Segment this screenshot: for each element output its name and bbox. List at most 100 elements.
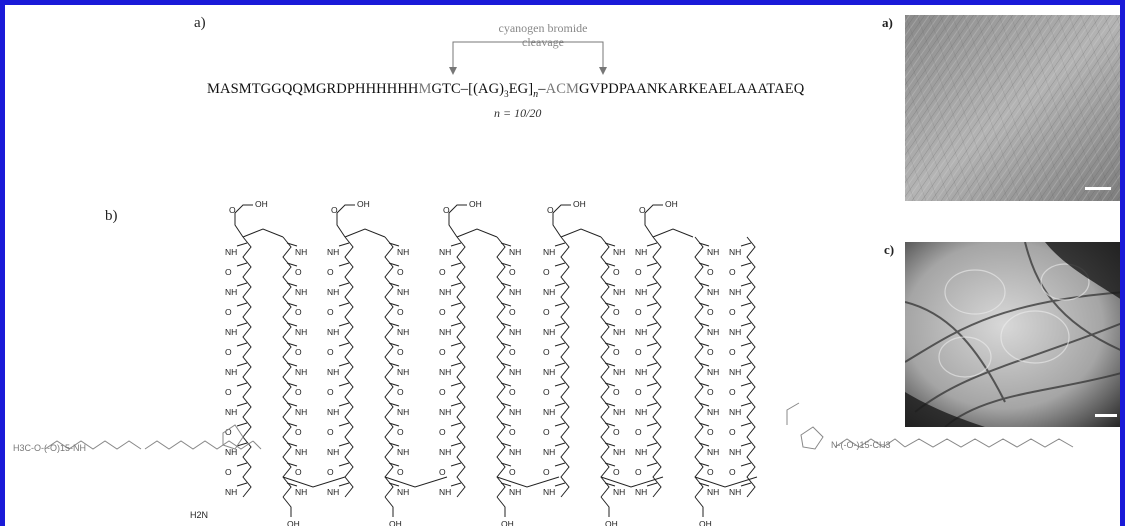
svg-text:O: O: [613, 427, 620, 437]
svg-text:NH: NH: [397, 287, 409, 297]
svg-text:NH: NH: [225, 367, 237, 377]
svg-text:O: O: [439, 467, 446, 477]
seq-repeat: [(AG): [468, 81, 505, 97]
svg-text:NH: NH: [707, 367, 719, 377]
svg-text:O: O: [635, 387, 642, 397]
svg-text:NH: NH: [613, 407, 625, 417]
svg-text:NH: NH: [295, 407, 307, 417]
svg-text:NH: NH: [509, 247, 521, 257]
panel-a-label: a): [194, 15, 206, 31]
svg-text:O: O: [635, 347, 642, 357]
svg-text:O: O: [439, 307, 446, 317]
svg-text:O: O: [327, 267, 334, 277]
svg-text:O: O: [295, 427, 302, 437]
seq-right: GVPDPAANKARKEAELAAATAEQ: [578, 81, 805, 97]
svg-text:NH: NH: [509, 327, 521, 337]
svg-text:O: O: [397, 307, 404, 317]
svg-text:O: O: [397, 267, 404, 277]
svg-text:O: O: [397, 347, 404, 357]
svg-text:NH: NH: [613, 327, 625, 337]
svg-text:NH: NH: [295, 487, 307, 497]
svg-text:NH: NH: [397, 327, 409, 337]
svg-text:O: O: [613, 347, 620, 357]
svg-text:NH: NH: [439, 247, 451, 257]
svg-text:NH: NH: [225, 287, 237, 297]
svg-text:OH: OH: [501, 519, 514, 526]
seq-subn: n: [533, 88, 539, 100]
peptide-sequence: MASMTGGQQMGRDPHHHHHHMGTC–[(AG)3EG]n–ACMG…: [207, 81, 805, 100]
svg-text:OH: OH: [573, 199, 586, 209]
svg-text:NH: NH: [707, 327, 719, 337]
svg-text:O: O: [295, 347, 302, 357]
svg-text:O: O: [509, 467, 516, 477]
polypeptide-structure: NH O NH O NH O NH O NH O NH O NH NH O NH O NH O NH O NH O NH O NH…: [13, 199, 905, 526]
svg-text:OH: OH: [469, 199, 482, 209]
n-value: n = 10/20: [494, 106, 542, 120]
svg-text:NH: NH: [295, 367, 307, 377]
svg-text:NH: NH: [439, 447, 451, 457]
left-cap-text: H3C-O-(-O)15-NH: [13, 443, 86, 453]
svg-text:O: O: [613, 267, 620, 277]
svg-text:OH: OH: [357, 199, 370, 209]
svg-text:NH: NH: [295, 287, 307, 297]
svg-text:O: O: [613, 307, 620, 317]
micrograph-c: [904, 241, 1120, 428]
svg-text:NH: NH: [543, 407, 555, 417]
seq-left: MASMTGGQQMGRDPHHHHHH: [207, 81, 419, 97]
svg-text:NH: NH: [707, 287, 719, 297]
svg-text:NH: NH: [397, 247, 409, 257]
svg-text:O: O: [327, 467, 334, 477]
figure-frame: a) cyanogen bromide cleavage MASMTGGQQMG…: [5, 5, 1120, 526]
svg-text:O: O: [439, 347, 446, 357]
right-peg-chain: [905, 438, 1074, 448]
svg-text:O: O: [547, 205, 554, 215]
svg-text:O: O: [225, 347, 232, 357]
svg-text:NH: NH: [707, 447, 719, 457]
svg-text:NH: NH: [543, 327, 555, 337]
svg-text:O: O: [439, 427, 446, 437]
svg-text:NH: NH: [509, 367, 521, 377]
svg-text:NH: NH: [327, 327, 339, 337]
svg-text:O: O: [443, 205, 450, 215]
svg-text:NH: NH: [225, 327, 237, 337]
panel-b-label: b): [105, 208, 118, 224]
svg-text:NH: NH: [439, 287, 451, 297]
svg-text:O: O: [327, 427, 334, 437]
svg-text:O: O: [729, 347, 736, 357]
svg-text:OH: OH: [605, 519, 618, 526]
seq-m2: M: [565, 81, 579, 97]
svg-text:O: O: [509, 307, 516, 317]
svg-text:O: O: [543, 467, 550, 477]
svg-text:O: O: [225, 387, 232, 397]
svg-text:NH: NH: [635, 327, 647, 337]
svg-text:O: O: [509, 267, 516, 277]
svg-text:NH: NH: [729, 287, 741, 297]
micrograph-a: [905, 15, 1120, 201]
svg-text:NH: NH: [635, 367, 647, 377]
svg-text:O: O: [327, 387, 334, 397]
svg-text:NH: NH: [397, 367, 409, 377]
svg-text:NH: NH: [439, 367, 451, 377]
svg-text:O: O: [729, 307, 736, 317]
svg-text:NH: NH: [635, 447, 647, 457]
svg-text:O: O: [331, 205, 338, 215]
seq-m1: M: [418, 81, 432, 97]
scalebar-a: [1085, 187, 1111, 190]
seq-sub3: 3: [504, 88, 509, 99]
svg-text:O: O: [295, 267, 302, 277]
svg-text:NH: NH: [225, 247, 237, 257]
svg-text:NH: NH: [729, 447, 741, 457]
svg-text:NH: NH: [543, 287, 555, 297]
svg-text:O: O: [613, 467, 620, 477]
svg-text:NH: NH: [397, 407, 409, 417]
cleavage-line1: cyanogen bromide: [498, 21, 588, 35]
seq-eg: EG]: [508, 81, 534, 97]
svg-text:O: O: [397, 387, 404, 397]
svg-text:O: O: [635, 307, 642, 317]
svg-text:O: O: [225, 267, 232, 277]
svg-text:O: O: [707, 267, 714, 277]
svg-text:NH: NH: [543, 247, 555, 257]
svg-text:NH: NH: [543, 367, 555, 377]
right-peg-cap: [786, 402, 905, 450]
svg-text:O: O: [397, 467, 404, 477]
